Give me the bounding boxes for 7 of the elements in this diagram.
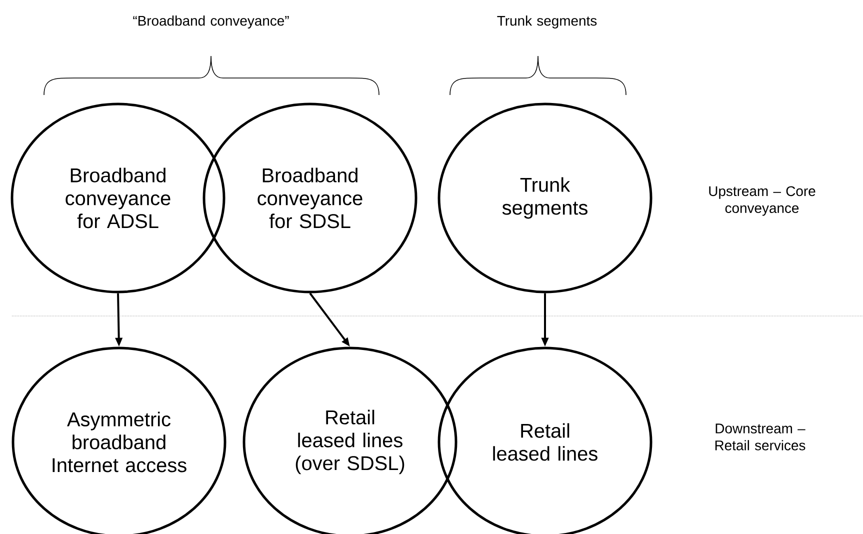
oval: Broadband conveyance for ADSL — [10, 102, 226, 294]
label: “Broadband conveyance” — [133, 16, 289, 28]
label: Downstream – Retail services — [715, 424, 806, 450]
oval: Broadband conveyance for SDSL — [202, 102, 418, 294]
label: Upstream – Core conveyance — [709, 186, 816, 216]
oval: Trunk segments — [438, 102, 652, 294]
label: Trunk segments — [497, 16, 597, 28]
